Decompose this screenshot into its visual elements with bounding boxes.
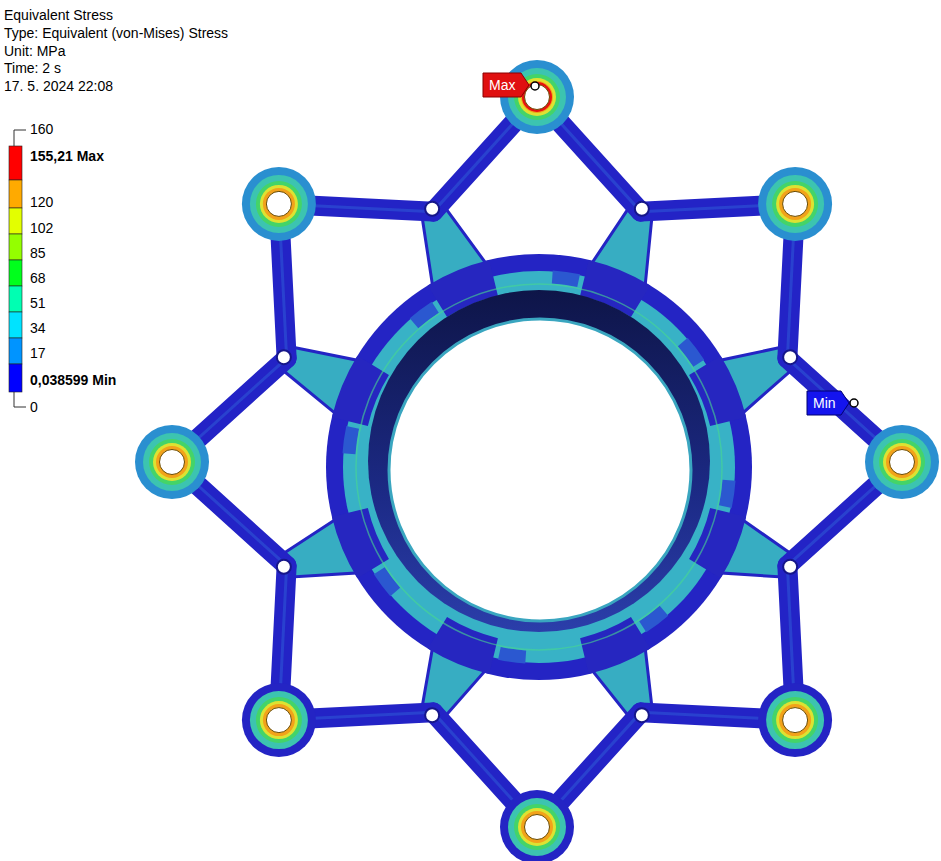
ring-inner-wall [368, 290, 710, 632]
legend-value: 155,21 Max [30, 148, 104, 165]
legend-swatch [9, 234, 22, 260]
legend-value: 102 [30, 220, 53, 237]
legend-swatch [9, 180, 22, 208]
probe-marker [850, 399, 858, 407]
plot-title: Equivalent Stress [4, 7, 113, 24]
ring-contour [356, 284, 722, 650]
relief-hole [277, 560, 291, 574]
spider-part [135, 60, 939, 861]
result-unit: Unit: MPa [4, 43, 65, 60]
low-stress-patch [580, 617, 650, 674]
max-flag: Max [483, 73, 529, 97]
relief-hole [425, 202, 439, 216]
low-stress-patch [428, 617, 498, 674]
flag-label: Max [489, 77, 515, 94]
legend-value: 34 [30, 320, 46, 337]
hub-bore [389, 319, 691, 621]
bolt-boss [758, 683, 832, 757]
legend-value: 17 [30, 345, 46, 362]
bolt-boss [135, 425, 209, 499]
relief-hole [425, 708, 439, 722]
relief-hole [635, 708, 649, 722]
relief-hole [635, 202, 649, 216]
bolt-boss [500, 790, 574, 861]
legend-value: 120 [30, 194, 53, 211]
legend-swatch [9, 260, 22, 286]
legend-value: 0,038599 Min [30, 372, 116, 389]
min-flag: Min [807, 391, 849, 415]
legend-swatch [9, 146, 22, 180]
legend-swatch [9, 364, 22, 392]
hub-flange [326, 254, 752, 680]
legend-value: 68 [30, 270, 46, 287]
flag-label: Min [813, 395, 836, 412]
bolt-boss [758, 167, 832, 241]
result-date: 17. 5. 2024 22:08 [4, 78, 113, 95]
bolt-boss [242, 683, 316, 757]
hub-ring [343, 271, 735, 663]
result-type: Type: Equivalent (von-Mises) Stress [4, 25, 228, 42]
bolt-boss [865, 425, 939, 499]
relief-hole [277, 350, 291, 364]
scale-top-value: 160 [30, 121, 53, 138]
legend-swatch [9, 286, 22, 312]
legend-swatch [9, 338, 22, 364]
probe-marker [531, 82, 539, 90]
bolt-boss [242, 167, 316, 241]
result-time: Time: 2 s [4, 60, 61, 77]
legend-swatch [9, 312, 22, 338]
scale-bottom-value: 0 [30, 399, 38, 416]
legend-value: 85 [30, 245, 46, 262]
legend-value: 51 [30, 295, 46, 312]
legend-swatch [9, 208, 22, 234]
relief-hole [783, 350, 797, 364]
relief-hole [783, 560, 797, 574]
